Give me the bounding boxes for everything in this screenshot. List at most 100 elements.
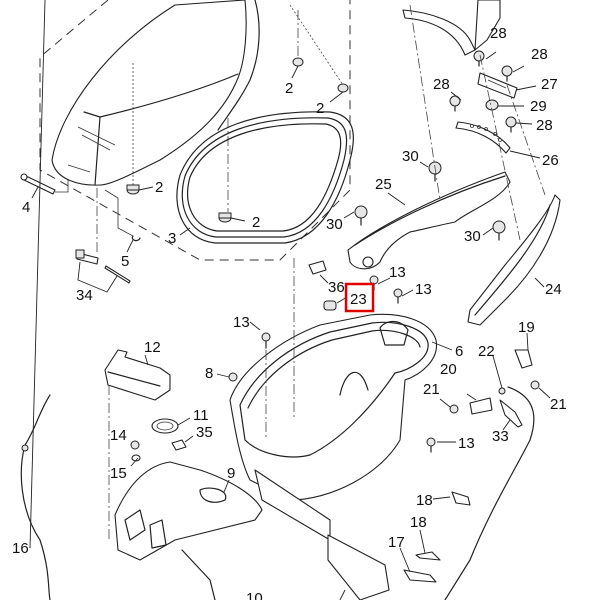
bolt-part-30[interactable] (492, 220, 506, 241)
callout-6[interactable]: 6 (455, 343, 463, 360)
bolt-part-21[interactable] (530, 380, 540, 390)
latch-part-19[interactable] (514, 349, 533, 369)
battery-box-part-9[interactable] (114, 461, 263, 561)
bolt-part-30[interactable] (354, 205, 368, 226)
nut-part-14[interactable] (130, 440, 140, 450)
grommet-part-29[interactable] (485, 99, 499, 111)
callout-2[interactable]: 2 (316, 100, 324, 117)
clip-part-18[interactable] (451, 491, 471, 506)
callout-29[interactable]: 29 (530, 98, 547, 115)
rear-cover-upper[interactable] (402, 0, 501, 56)
callout-10[interactable]: 10 (246, 590, 263, 600)
callout-26[interactable]: 26 (542, 152, 559, 169)
bolt-part-28[interactable] (501, 65, 513, 82)
callout-17[interactable]: 17 (388, 534, 405, 551)
callout-30[interactable]: 30 (326, 216, 343, 233)
clip-part-17[interactable] (403, 569, 437, 583)
callout-30[interactable]: 30 (464, 228, 481, 245)
nut-part-22[interactable] (498, 387, 506, 395)
bolt-part-28[interactable] (449, 95, 461, 112)
callout-11[interactable]: 11 (193, 407, 209, 424)
callout-23[interactable]: 23 (350, 291, 367, 308)
callout-14[interactable]: 14 (110, 427, 127, 444)
grommet-part-23[interactable] (323, 300, 337, 311)
callout-13[interactable]: 13 (415, 281, 432, 298)
callout-21[interactable]: 21 (550, 396, 567, 413)
callout-13[interactable]: 13 (389, 264, 406, 281)
callout-8[interactable]: 8 (205, 365, 213, 382)
callout-16[interactable]: 16 (12, 540, 29, 557)
bolt-part-13[interactable] (393, 288, 403, 304)
callout-36[interactable]: 36 (328, 279, 345, 296)
damper-part-2[interactable] (337, 83, 349, 93)
damper-part-2[interactable] (126, 184, 140, 195)
latch-cable (444, 386, 535, 600)
seat[interactable] (51, 0, 260, 186)
callout-labels: 2 2 2 2 3 4 5 6 8 9 10 11 12 13 13 13 13… (12, 25, 567, 600)
callout-25[interactable]: 25 (375, 176, 392, 193)
ring-part-11[interactable] (151, 418, 179, 434)
guide-line (506, 84, 546, 196)
lower-panel[interactable] (327, 534, 390, 600)
callout-22[interactable]: 22 (478, 343, 495, 360)
hinge-pin-part-4[interactable] (20, 173, 56, 195)
callout-27[interactable]: 27 (541, 76, 558, 93)
callout-12[interactable]: 12 (144, 339, 161, 356)
callout-28[interactable]: 28 (531, 46, 548, 63)
callout-35[interactable]: 35 (196, 424, 213, 441)
callout-33[interactable]: 33 (492, 428, 509, 445)
callout-3[interactable]: 3 (168, 230, 176, 247)
callout-34[interactable]: 34 (76, 287, 93, 304)
bracket-part-27[interactable] (477, 72, 518, 99)
callout-21[interactable]: 21 (423, 381, 440, 398)
lever-part-33[interactable] (499, 399, 523, 428)
pad-part-35[interactable] (171, 439, 187, 451)
cable-part-16[interactable] (20, 394, 51, 600)
leader-lines (29, 0, 551, 600)
callout-18[interactable]: 18 (416, 492, 433, 509)
storage-box-part-6[interactable] (229, 313, 437, 541)
callout-13[interactable]: 13 (458, 435, 475, 452)
grab-rail-part-25[interactable] (347, 171, 511, 270)
callout-30[interactable]: 30 (402, 148, 419, 165)
seal-ring-part-3[interactable] (176, 111, 354, 244)
side-cover-part-24[interactable] (467, 194, 561, 326)
callout-15[interactable]: 15 (110, 465, 127, 482)
guide-line (55, 180, 69, 193)
bolt-part-28[interactable] (505, 116, 517, 133)
bolt-part-13[interactable] (261, 332, 271, 349)
callout-5[interactable]: 5 (121, 253, 129, 270)
callout-24[interactable]: 24 (545, 281, 562, 298)
clip-part-5[interactable] (131, 235, 141, 242)
cap-part-8[interactable] (228, 372, 238, 382)
callout-2[interactable]: 2 (285, 80, 293, 97)
lock-cylinder-part-34[interactable] (75, 249, 131, 284)
callout-4[interactable]: 4 (22, 199, 30, 216)
damper-part-2[interactable] (218, 212, 232, 223)
bracket-part-20[interactable] (469, 397, 493, 415)
callout-28[interactable]: 28 (433, 76, 450, 93)
bolt-part-21[interactable] (449, 404, 459, 414)
plate-part-26[interactable] (455, 121, 511, 154)
callout-19[interactable]: 19 (518, 319, 535, 336)
hose-part-10[interactable] (181, 549, 216, 600)
callout-20[interactable]: 20 (440, 361, 457, 378)
callout-2[interactable]: 2 (252, 214, 260, 231)
callout-18[interactable]: 18 (410, 514, 427, 531)
bolt-part-30[interactable] (428, 161, 442, 182)
callout-9[interactable]: 9 (227, 465, 235, 482)
damper-part-2[interactable] (292, 57, 304, 67)
battery-cover-part-12[interactable] (104, 349, 171, 401)
bolt-part-28[interactable] (473, 50, 485, 67)
callout-2[interactable]: 2 (155, 179, 163, 196)
bracket-line (77, 261, 118, 293)
bolt-part-13[interactable] (426, 437, 436, 453)
washer-part-15[interactable] (131, 454, 141, 462)
label-sticker-part-36[interactable] (308, 260, 327, 275)
callout-28[interactable]: 28 (536, 117, 553, 134)
clip-part-18[interactable] (415, 551, 441, 561)
callout-13[interactable]: 13 (233, 314, 250, 331)
callout-28[interactable]: 28 (490, 25, 507, 42)
